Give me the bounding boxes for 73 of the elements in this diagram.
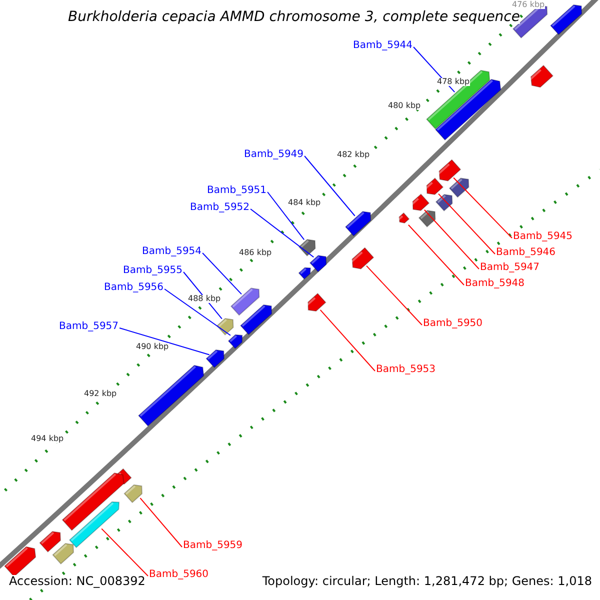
gene-block [424,177,444,195]
gene-label: Bamb_5947 [480,263,540,273]
leader-line [119,328,210,356]
gene-block [298,267,311,280]
gene-block [138,364,204,427]
gene-block [240,304,272,336]
gene-block [39,531,61,553]
scale-label: 488 kbp [188,295,221,303]
gene-block [436,159,462,182]
gene-block [206,349,224,368]
gene-label: Bamb_5955 [123,266,183,276]
gene-block [410,193,430,211]
leader-line [250,208,314,258]
gene-label: Bamb_5949 [244,150,304,160]
gene-block [216,318,234,336]
gene-block [350,247,374,270]
gene-block [230,288,260,316]
leader-line [320,309,376,372]
gene-label: Bamb_5952 [190,203,250,213]
leader-line [453,177,512,238]
gene-block [228,334,243,350]
gene-block [298,239,316,257]
gene-label: Bamb_5951 [207,186,267,196]
leader-line [424,209,480,270]
leader-line [267,192,305,240]
gene-label: Bamb_5945 [513,232,573,242]
gene-block [4,546,36,578]
leader-line [183,272,222,320]
leader-line [408,224,464,286]
scale-label: 486 kbp [239,249,272,257]
leader-line [438,193,496,254]
gene-label: Bamb_5957 [59,322,119,332]
scale-label: 480 kbp [388,102,421,110]
leader-line [164,288,231,336]
gene-block [550,4,582,36]
gene-block [62,472,124,531]
accession-text: Accession: NC_008392 [9,575,146,587]
leader-line [304,156,356,216]
gene-label: Bamb_5946 [496,248,556,258]
gene-block [434,78,502,141]
leader-line [202,252,242,295]
gene-block [528,64,554,88]
gene-label: Bamb_5944 [353,41,413,51]
gene-block [448,178,470,198]
scale-label: 478 kbp [437,78,470,86]
leader-line [101,528,148,576]
gene-label: Bamb_5954 [142,247,202,257]
scale-label: 490 kbp [136,343,169,351]
gene-label: Bamb_5948 [465,279,525,289]
scale-label: 494 kbp [31,435,64,443]
gene-block [426,70,490,130]
gene-block [418,210,436,228]
gene-block [68,501,120,548]
scale-label: 482 kbp [337,151,370,159]
gene-block [52,543,74,565]
gene-label: Bamb_5959 [183,541,243,551]
scale-label: 492 kbp [84,390,117,398]
leader-line [140,498,182,548]
gene-label: Bamb_5953 [376,365,436,375]
gene-block [305,292,326,312]
gene-block [344,211,372,237]
gene-label: Bamb_5956 [104,283,164,293]
gene-block [124,484,142,504]
gene-label: Bamb_5960 [149,570,209,580]
gene-block [309,255,327,273]
summary-text: Topology: circular; Length: 1,281,472 bp; Genes: 1,018 [262,575,592,587]
map-title: Burkholderia cepacia AMMD chromosome 3, complete sequence [68,10,520,24]
gene-block [435,194,453,212]
gene-label: Bamb_5950 [423,319,483,329]
scale-label: 484 kbp [288,199,321,207]
gene-block [398,212,410,224]
leader-line [366,265,422,326]
scale-label: 476 kbp [512,1,545,9]
